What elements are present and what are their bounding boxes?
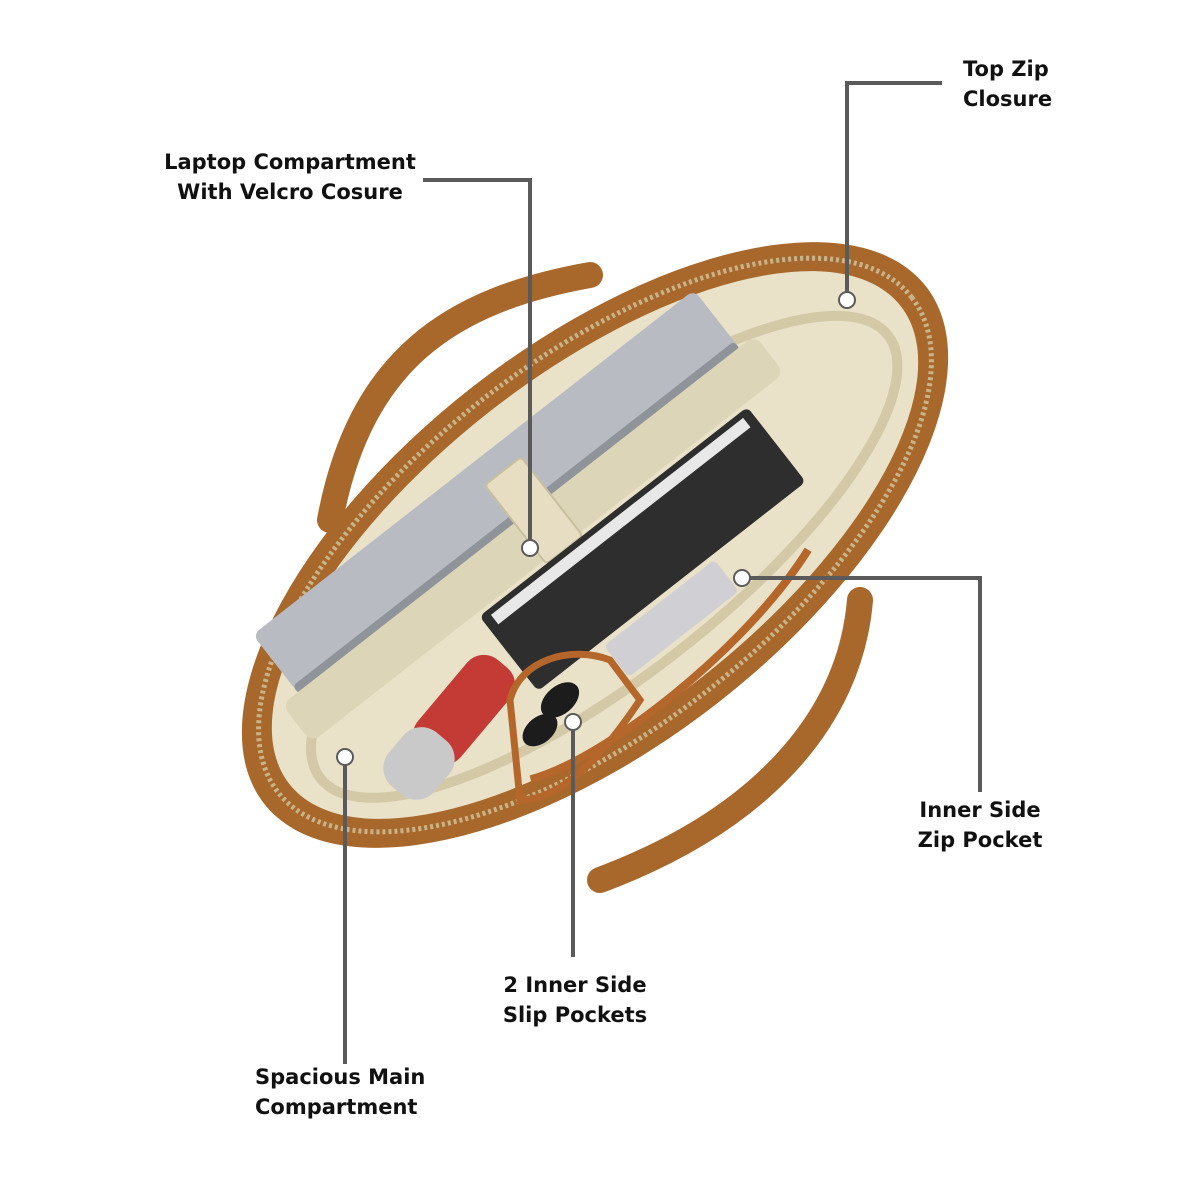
notebook-pages: [490, 417, 751, 625]
bag-handle-left: [317, 262, 603, 533]
callout-spacious-main-compartment: Spacious Main Compartment: [255, 1062, 425, 1122]
callout-laptop-line2: With Velcro Cosure: [177, 180, 403, 204]
leader-line-laptop: [423, 178, 532, 550]
callout-slip-line1: 2 Inner Side: [503, 973, 647, 997]
callout-top-zip-closure: Top Zip Closure: [963, 54, 1052, 114]
notebook: [481, 409, 804, 689]
callout-laptop-line1: Laptop Compartment: [164, 150, 416, 174]
wallet: [606, 561, 737, 676]
bag-zip-trim: [256, 255, 934, 835]
leader-dot-top-zip: [838, 291, 856, 309]
callout-top-zip-line1: Top Zip: [963, 57, 1049, 81]
velcro-tab: [485, 457, 582, 564]
callout-laptop-compartment: Laptop Compartment With Velcro Cosure: [150, 147, 430, 207]
callout-main-line2: Compartment: [255, 1095, 418, 1119]
leader-dot-laptop: [521, 539, 539, 557]
sunglasses: [522, 682, 580, 747]
slip-pocket-trim: [506, 650, 645, 804]
leader-line-top-zip: [845, 81, 942, 302]
leader-dot-inner-zip: [733, 569, 751, 587]
callout-main-line1: Spacious Main: [255, 1065, 426, 1089]
callout-inner-zip-line1: Inner Side: [919, 798, 1041, 822]
callout-inner-side-zip-pocket: Inner Side Zip Pocket: [895, 795, 1065, 855]
callout-top-zip-line2: Closure: [963, 87, 1053, 111]
leader-dot-main: [336, 748, 354, 766]
bag-handle-right: [587, 587, 873, 893]
callout-inner-side-slip-pockets: 2 Inner Side Slip Pockets: [490, 970, 660, 1030]
callout-slip-line2: Slip Pockets: [502, 1003, 648, 1027]
leader-line-inner-zip: [740, 576, 982, 792]
inner-zip-pocket-trim: [529, 547, 812, 784]
leader-dot-slip-pockets: [564, 713, 582, 731]
bottle-cap: [383, 727, 455, 800]
callout-inner-zip-line2: Zip Pocket: [917, 828, 1043, 852]
